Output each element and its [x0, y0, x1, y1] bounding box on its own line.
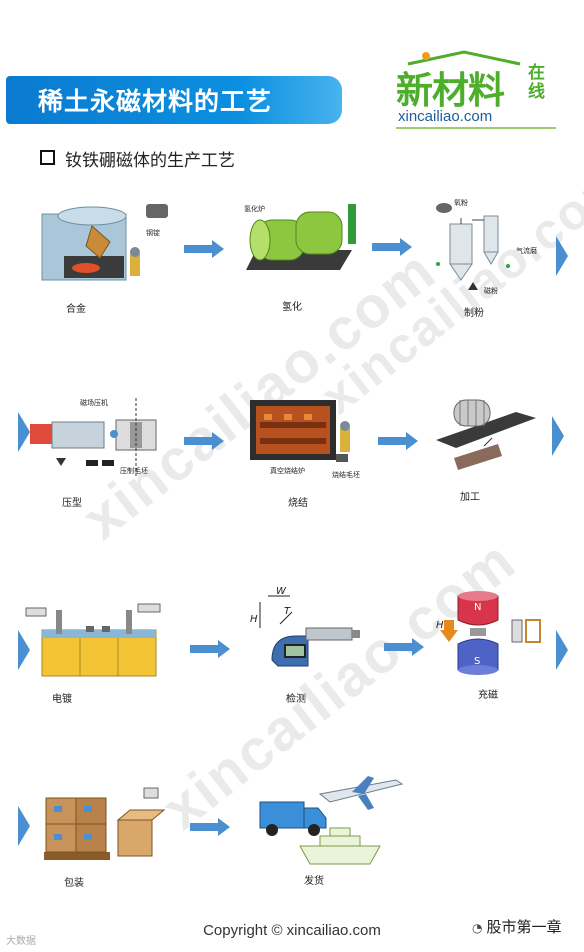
step-label-pressing: 压型 [62, 498, 82, 509]
annotation-ingot: 钢锭 [146, 229, 160, 237]
annotation-north: N [474, 602, 482, 613]
step-sintering: 真空烧结炉 烧结毛坯 [244, 394, 368, 488]
furnace-icon [41, 204, 168, 281]
plating-tank-icon [25, 603, 161, 677]
step-label-machining: 加工 [460, 492, 480, 503]
vacuum-furnace-icon [250, 400, 350, 462]
wechat-icon: ◔ [472, 921, 483, 935]
step-packaging [38, 784, 166, 866]
annotation-powder: 氧粉 [454, 199, 468, 207]
continue-arrow-icon [18, 412, 30, 452]
continue-arrow-icon [556, 236, 568, 276]
step-shipping [256, 772, 406, 872]
flow-arrow-icon [378, 432, 418, 450]
micrometer-icon [259, 595, 360, 667]
hydrogen-furnace-icon [246, 204, 356, 270]
step-pressing: 磁场压机 压制毛坯 [26, 394, 176, 484]
continue-arrow-icon [552, 416, 564, 456]
step-alloy: 钢锭 [34, 196, 174, 292]
transport-vehicles-icon [259, 776, 404, 865]
annotation-jet-mill: 气流磨 [516, 247, 537, 255]
step-label-magnetizing: 充磁 [478, 690, 498, 701]
annotation-magnetic-press: 磁场压机 [80, 399, 108, 407]
magnetizer-icon [440, 591, 541, 675]
step-magnetizing: N S H [434, 590, 548, 678]
flow-arrow-icon [184, 240, 224, 258]
continue-arrow-icon [18, 806, 30, 846]
source-watermark-left: 大数据 [6, 936, 36, 947]
step-label-electroplating: 电镀 [52, 694, 72, 705]
continue-arrow-icon [556, 630, 568, 670]
annotation-thickness: T [284, 606, 291, 617]
subtitle-text: 钕铁硼磁体的生产工艺 [65, 151, 235, 171]
step-inspection: W H T [246, 584, 362, 680]
step-label-hydrogenation: 氢化 [282, 302, 302, 313]
source-watermark-right: ◔股市第一章 [472, 916, 562, 937]
step-label-sintering: 烧结 [288, 498, 308, 509]
annotation-width: W [276, 586, 286, 597]
flow-arrow-icon [384, 638, 424, 656]
continue-arrow-icon [18, 630, 30, 670]
step-machining [432, 382, 542, 476]
annotation-pressed-blank: 压制毛坯 [120, 467, 148, 475]
step-label-packaging: 包装 [64, 878, 84, 889]
annotation-magnetic-powder: 磁粉 [484, 287, 498, 295]
step-label-milling: 制粉 [464, 308, 484, 319]
logo-url: xincailiao.com [398, 108, 493, 125]
annotation-field: H [436, 620, 444, 631]
logo-underline [396, 127, 556, 129]
annotation-hydrogen-furnace: 氢化炉 [244, 205, 265, 213]
flow-arrow-icon [190, 640, 230, 658]
section-subtitle: 钕铁硼磁体的生产工艺 [40, 146, 235, 171]
logo-roof-icon [407, 50, 521, 66]
logo-main-text: 新材料 [396, 69, 505, 112]
title-banner [6, 76, 342, 124]
step-milling: 氧粉 气流磨 磁粉 [428, 194, 544, 298]
bullet-square-icon [40, 150, 55, 165]
logo-side-text: 在线 [528, 63, 545, 102]
page-title: 稀土永磁材料的工艺 [38, 87, 273, 116]
cutting-machine-icon [436, 399, 536, 470]
copyright-footer: Copyright © xincailiao.com [203, 922, 381, 939]
magnetic-press-icon [30, 398, 157, 478]
step-electroplating [22, 600, 166, 682]
step-label-shipping: 发货 [304, 876, 324, 887]
jet-mill-icon [436, 203, 510, 290]
annotation-sintered-blank: 烧结毛坯 [332, 471, 360, 479]
packaging-boxes-icon [44, 787, 166, 860]
annotation-south: S [474, 656, 481, 667]
site-logo: 新材料 在线 xincailiao.com [396, 50, 556, 132]
annotation-vacuum-furnace: 真空烧结炉 [270, 467, 305, 475]
step-label-inspection: 检测 [286, 694, 306, 705]
step-label-alloy: 合金 [66, 304, 86, 315]
flow-arrow-icon [372, 238, 412, 256]
flow-arrow-icon [190, 818, 230, 836]
source-name: 股市第一章 [486, 918, 562, 936]
step-hydrogenation: 氢化炉 [236, 198, 366, 288]
flow-arrow-icon [184, 432, 224, 450]
annotation-height: H [250, 614, 258, 625]
